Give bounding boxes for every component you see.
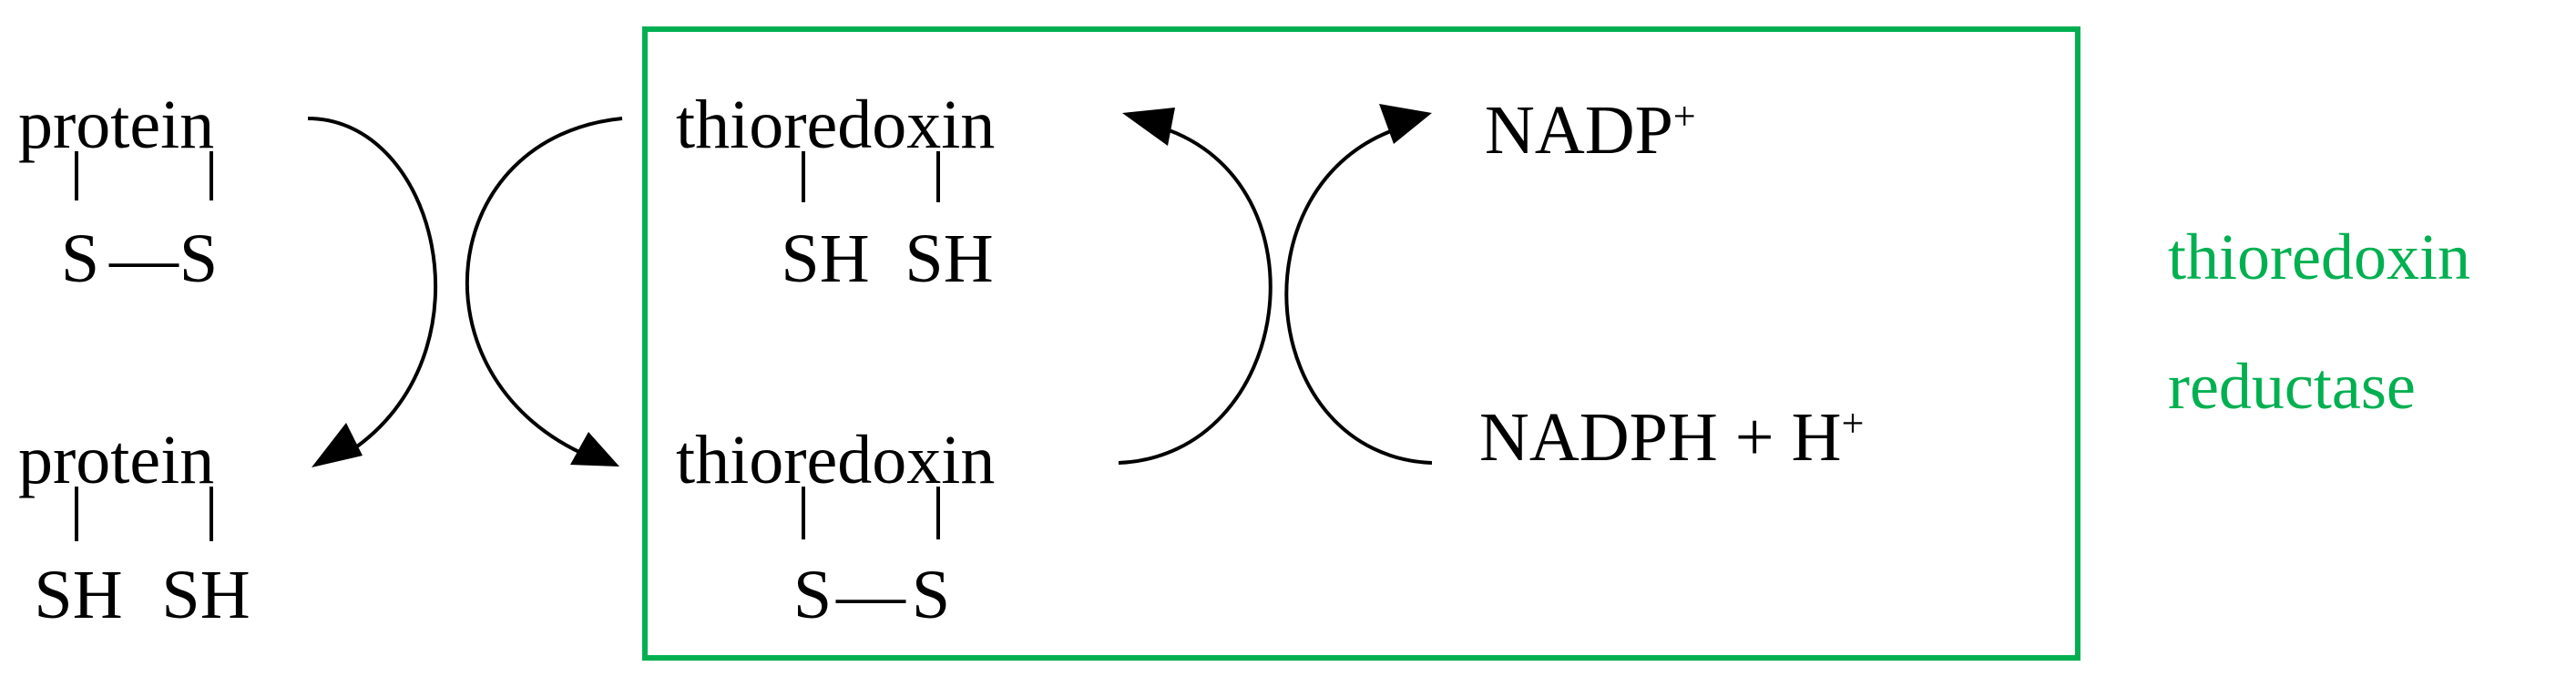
thioredoxin-oxidized-disulfide-bond: — — [835, 557, 906, 633]
thioredoxin-oxidized: thioredoxin S — S — [676, 422, 995, 633]
thioredoxin-reduced: thioredoxin SH SH — [676, 87, 995, 297]
nadph-label: NADPH + H+ — [1479, 399, 1864, 476]
arrow-protein-oxidized-to-reduced — [307, 117, 438, 448]
nadph-charge: + — [1842, 401, 1865, 446]
nadph-base: NADPH + H — [1479, 399, 1842, 476]
protein-reduced: protein SH SH — [18, 422, 250, 633]
thioredoxin-oxidized-sulfur-left: S — [793, 557, 832, 633]
nadp-label: NADP+ — [1485, 92, 1696, 169]
arrow-thioredoxin-reduced-to-oxidized — [465, 117, 623, 456]
protein-reduced-thiol-left: SH — [34, 557, 122, 633]
arrow-thioredoxin-oxidized-to-reduced — [1118, 126, 1273, 465]
thioredoxin-reduced-thiol-left: SH — [781, 221, 869, 297]
protein-oxidized: protein S — S — [18, 87, 218, 297]
arrowhead-thioredoxin-oxidized — [570, 432, 619, 467]
thioredoxin-reduced-thiol-right: SH — [905, 221, 993, 297]
nadp-base: NADP — [1485, 92, 1673, 169]
thioredoxin-oxidized-sulfur-right: S — [912, 557, 950, 633]
protein-oxidized-sulfur-right: S — [179, 221, 218, 297]
protein-reduced-label: protein — [18, 422, 214, 498]
protein-oxidized-sulfur-left: S — [61, 221, 99, 297]
arrowhead-nadp — [1379, 104, 1432, 144]
arrowhead-protein-reduced — [312, 423, 363, 467]
thioredoxin-reductase-box — [642, 26, 2080, 661]
arrow-nadph-to-nadp — [1284, 126, 1433, 465]
nadp-charge: + — [1673, 94, 1696, 138]
protein-reduced-thiol-right: SH — [161, 557, 250, 633]
protein-oxidized-label: protein — [18, 87, 214, 163]
enzyme-label-line1: thioredoxin — [2168, 221, 2470, 293]
arrowhead-thioredoxin-reduced — [1122, 108, 1175, 146]
thioredoxin-oxidized-label: thioredoxin — [676, 422, 995, 498]
thioredoxin-reduced-label: thioredoxin — [676, 87, 995, 163]
protein-oxidized-disulfide-bond: — — [108, 221, 179, 297]
enzyme-label-line2: reductase — [2168, 350, 2416, 423]
